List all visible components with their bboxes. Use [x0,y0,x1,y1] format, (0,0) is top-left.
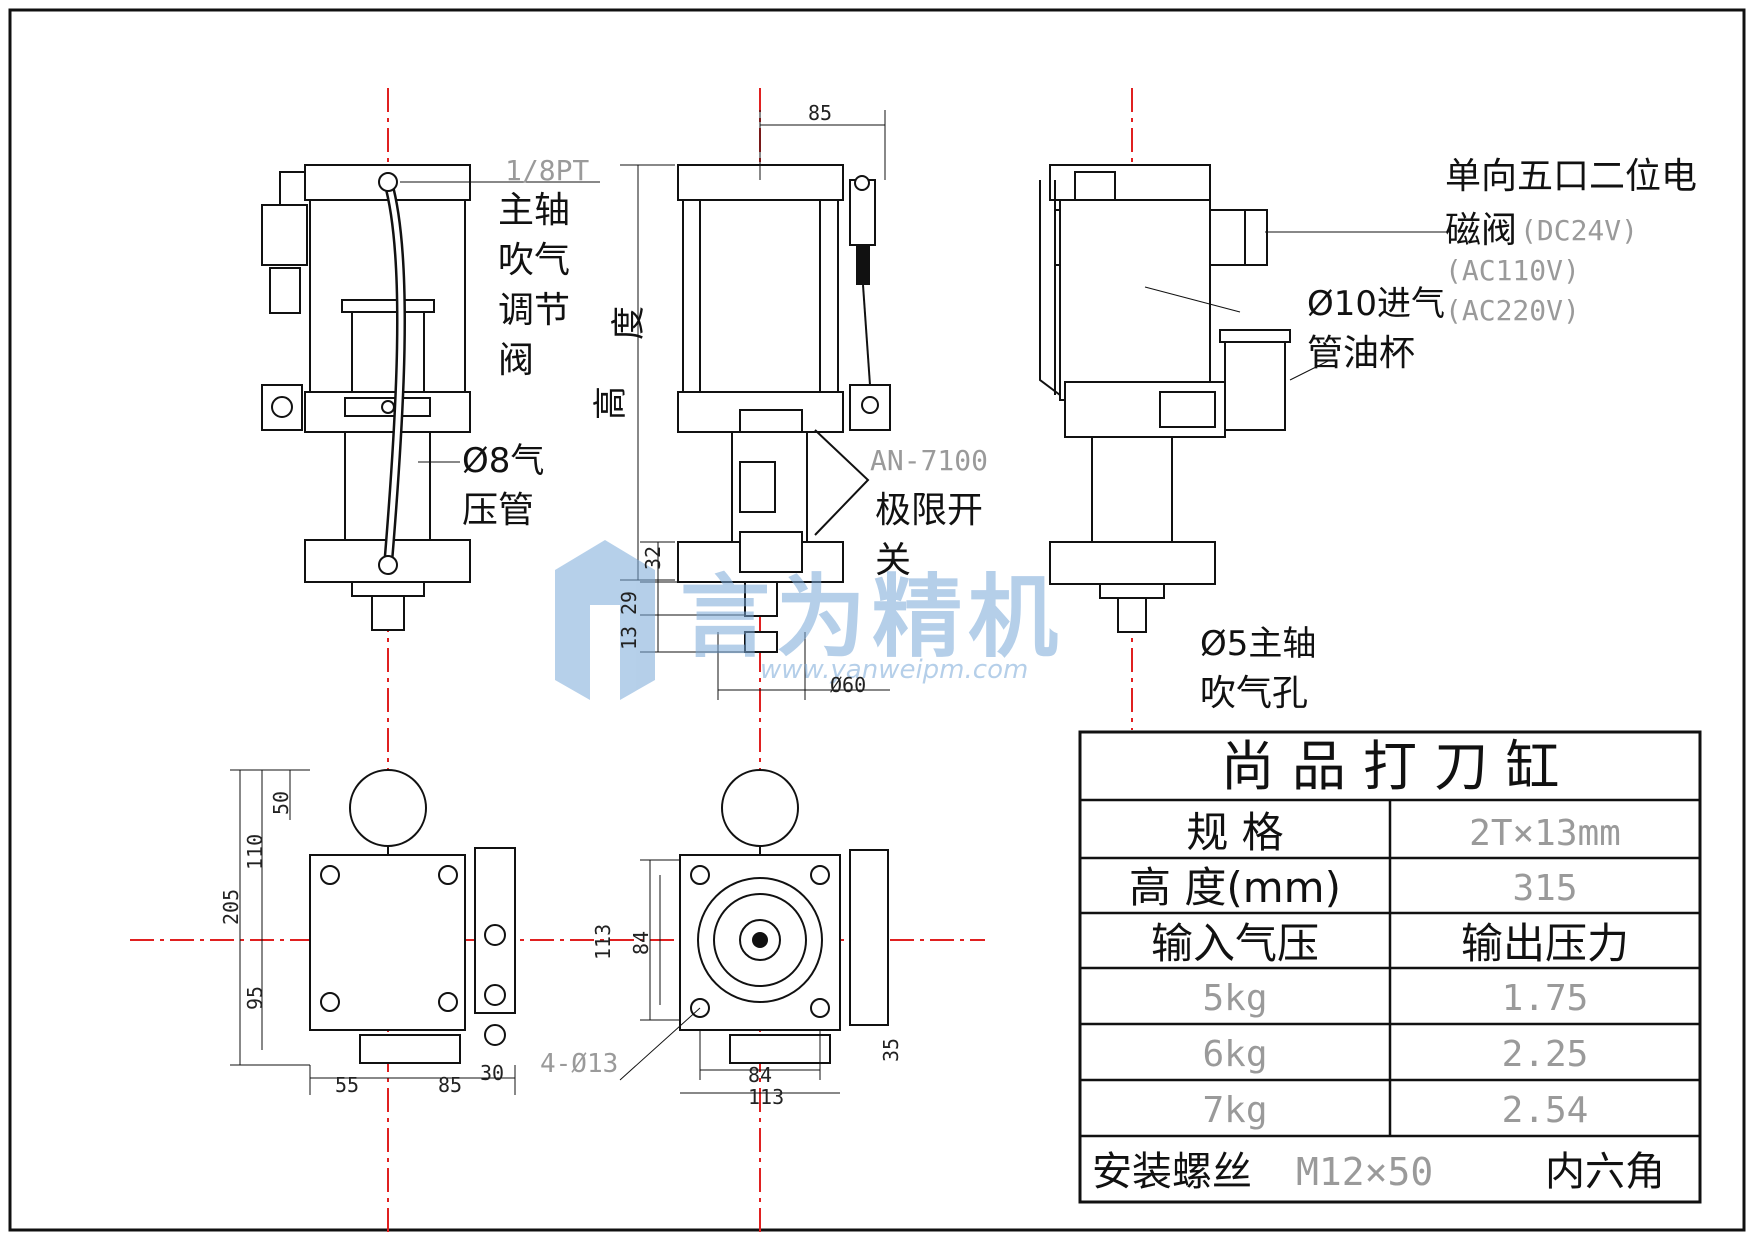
dim-13: 13 [617,626,641,650]
dim-left-110: 110 [243,834,267,870]
top-offset-dim: 85 [808,101,832,125]
spec-header-input: 输入气压 [1151,919,1319,968]
spindle-hole-label-1: Ø5主轴 [1200,624,1316,664]
spec-footer-value: M12×50 [1296,1150,1433,1194]
valve-voltage-ac110: (AC110V) [1445,254,1580,287]
valve-voltage-ac220: (AC220V) [1445,294,1580,327]
dim-mid-113-h: 113 [748,1085,784,1109]
inlet-label-2: 管油杯 [1307,333,1415,374]
spec-input-2: 6kg [1202,1034,1267,1075]
valve-voltage-dc24: (DC24V) [1520,214,1638,247]
limit-switch-model: AN-7100 [870,444,988,477]
spec-header-output: 输出压力 [1461,919,1629,968]
spec-row-label-1: 规 格 [1186,808,1283,857]
dim-mid-84-v: 84 [629,931,653,955]
mount-holes-label: 4-Ø13 [540,1049,618,1079]
valve-view [1039,164,1450,633]
height-label-1: 高 [591,386,631,420]
dia-60: Ø60 [830,673,866,697]
spec-row-label-2: 高 度(mm) [1129,863,1341,912]
top-view-left [230,769,516,1095]
spindle-valve-label-3: 调节 [498,290,570,331]
spec-table: 尚 品 打 刀 缸 规 格 2T×13mm 高 度(mm) 315 输入气压 输… [1078,730,1702,1204]
drawing-frame [8,8,1746,1232]
spec-footer-label: 安装螺丝 [1092,1149,1252,1195]
spindle-valve-label-4: 阀 [498,340,534,381]
spec-row-value-1: 2T×13mm [1469,813,1621,854]
spec-footer-suffix: 内六角 [1545,1149,1665,1195]
watermark-name: 言为精机 [680,565,1064,670]
top-view-middle [619,769,889,1094]
dim-mid-35: 35 [879,1038,903,1062]
height-label-2: 度 [609,306,649,340]
flange-dim: 32 [641,546,665,570]
watermark: 言为精机 www.yanweipm.com [555,540,1064,700]
front-view [261,164,600,631]
dim-bottom-30: 30 [480,1061,504,1085]
spec-row-value-2: 315 [1512,868,1577,909]
inlet-label-1: Ø10进气 [1307,284,1445,324]
spec-output-2: 2.25 [1502,1034,1589,1075]
watermark-url: www.yanweipm.com [760,655,1028,685]
dim-bottom-85: 85 [438,1073,462,1097]
valve-title-1: 单向五口二位电 [1445,156,1697,197]
spindle-valve-label-2: 吹气 [498,240,570,281]
dim-29: 29 [617,591,641,615]
spec-output-1: 1.75 [1502,978,1589,1019]
spec-title: 尚 品 打 刀 缸 [1221,735,1560,798]
dim-left-50: 50 [269,791,293,815]
fitting-thread-label: 1/8PT [505,154,589,187]
limit-switch-label-2: 关 [875,540,911,581]
spindle-valve-label-1: 主轴 [498,190,570,231]
dim-left-205: 205 [219,889,243,925]
air-pipe-label-1: Ø8气 [462,441,544,481]
spec-input-1: 5kg [1202,978,1267,1019]
side-view [620,110,891,700]
dim-left-95: 95 [243,986,267,1010]
air-pipe-label-2: 压管 [462,490,534,531]
spec-input-3: 7kg [1202,1090,1267,1131]
spec-output-3: 2.54 [1502,1090,1589,1131]
limit-switch-label-1: 极限开 [875,490,983,531]
dim-bottom-55: 55 [335,1073,359,1097]
dim-mid-84-h: 84 [748,1063,772,1087]
valve-title-2: 磁阀 [1445,210,1517,251]
dim-mid-113-v: 113 [591,924,615,960]
spindle-hole-label-2: 吹气孔 [1200,673,1308,714]
